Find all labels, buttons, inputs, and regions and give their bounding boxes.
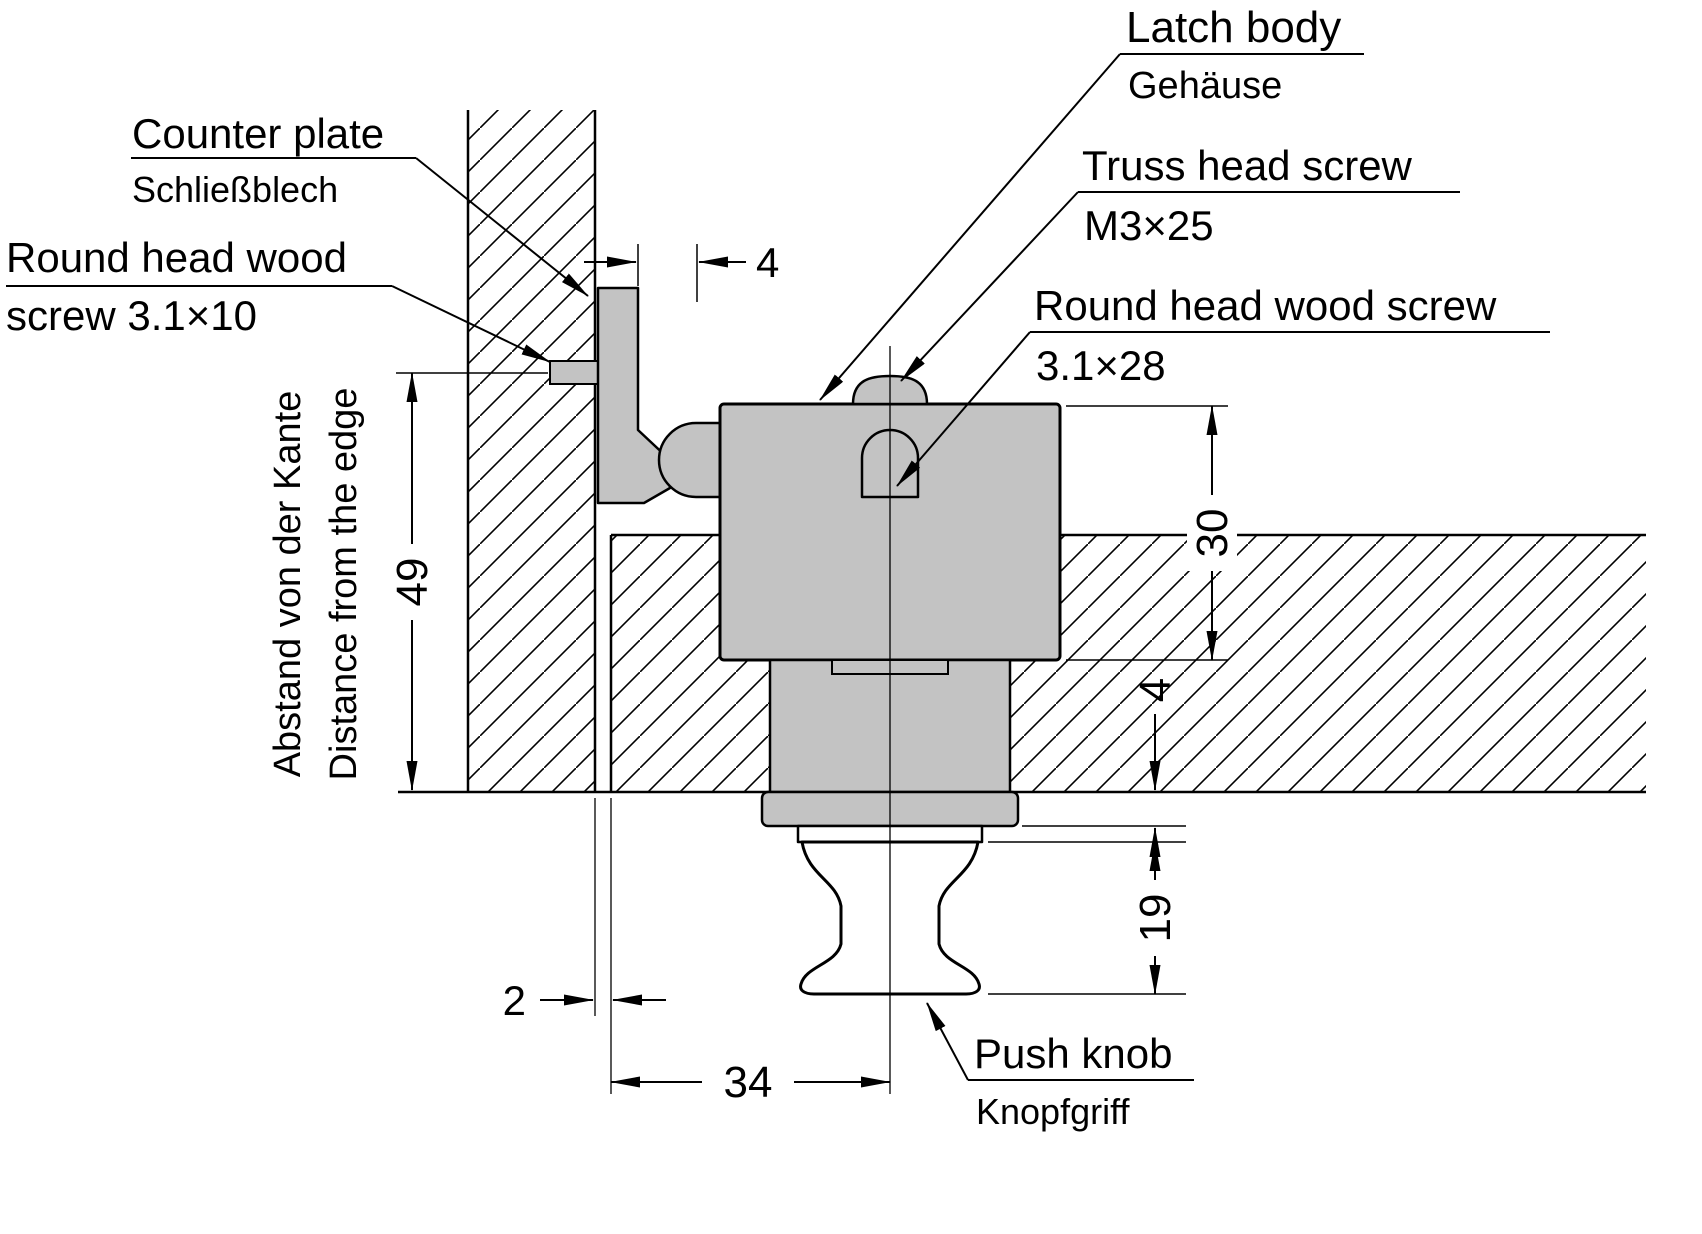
wood-screw-small-line1: Round head wood [6, 234, 347, 281]
label-edge-distance-note: Abstand von der Kante Distance from the … [267, 388, 365, 781]
truss-screw-label-en: Truss head screw [1082, 142, 1413, 189]
dimension-center-offset: 34 [610, 1058, 891, 1107]
dimension-knob-height: 19 [988, 841, 1186, 995]
wood-screw-small [549, 360, 599, 385]
dim-value: 34 [724, 1058, 773, 1107]
latch-body-label-en: Latch body [1126, 3, 1341, 52]
leader-line [896, 331, 1031, 487]
dimension-panel-clearance: 2 [503, 798, 666, 1094]
dimension-edge-distance: 49 [387, 372, 548, 791]
dim-value: 2 [503, 977, 526, 1024]
dimension-plate-gap: 4 [584, 239, 779, 302]
leader-line [819, 53, 1121, 401]
label-latch-body: Latch body Gehäuse [819, 3, 1364, 401]
leader-line [391, 285, 551, 363]
wood-screw-large-spec: 3.1×28 [1036, 342, 1166, 389]
latch-catch [657, 421, 726, 499]
dim-text-mask [387, 544, 437, 620]
counter-plate-label-en: Counter plate [132, 110, 384, 157]
leader-line [900, 191, 1079, 382]
dim-value: 19 [1131, 894, 1180, 943]
dim-text-mask [702, 1058, 794, 1104]
label-push-knob: Push knob Knopfgriff [926, 1002, 1194, 1132]
dim-text-mask [1187, 495, 1237, 571]
edge-distance-note-de: Abstand von der Kante [267, 391, 309, 778]
label-counter-plate: Counter plate Schließblech [131, 110, 589, 297]
edge-distance-note-en: Distance from the edge [323, 388, 365, 781]
push-knob-label-en: Push knob [974, 1030, 1172, 1077]
dim-text-mask [1130, 880, 1180, 956]
dim-value: 4 [1131, 678, 1180, 702]
panel-section [398, 533, 1646, 794]
leader-line [926, 1002, 969, 1081]
latch-body-label-de: Gehäuse [1128, 65, 1282, 107]
wall-hatch [468, 110, 595, 792]
wall-section [466, 110, 597, 792]
leader-line [415, 157, 589, 297]
dimension-body-height: 30 [1066, 405, 1237, 661]
push-knob-label-de: Knopfgriff [976, 1091, 1130, 1132]
label-truss-head-screw: Truss head screw M3×25 [900, 142, 1460, 382]
latch-assembly [657, 346, 1062, 1094]
wood-screw-large-label-en: Round head wood screw [1034, 282, 1497, 329]
panel-hatch-left [611, 535, 770, 792]
wood-screw-small-line2: screw 3.1×10 [6, 292, 257, 339]
label-wood-screw-small: Round head wood screw 3.1×10 [6, 234, 551, 363]
dim-value: 4 [756, 239, 779, 286]
dim-value: 49 [388, 558, 437, 607]
counter-plate-label-de: Schließblech [132, 169, 338, 210]
panel-hatch-right [1010, 535, 1646, 792]
dim-value: 30 [1188, 509, 1237, 558]
label-wood-screw-large: Round head wood screw 3.1×28 [896, 282, 1550, 487]
truss-screw-spec: M3×25 [1084, 202, 1214, 249]
